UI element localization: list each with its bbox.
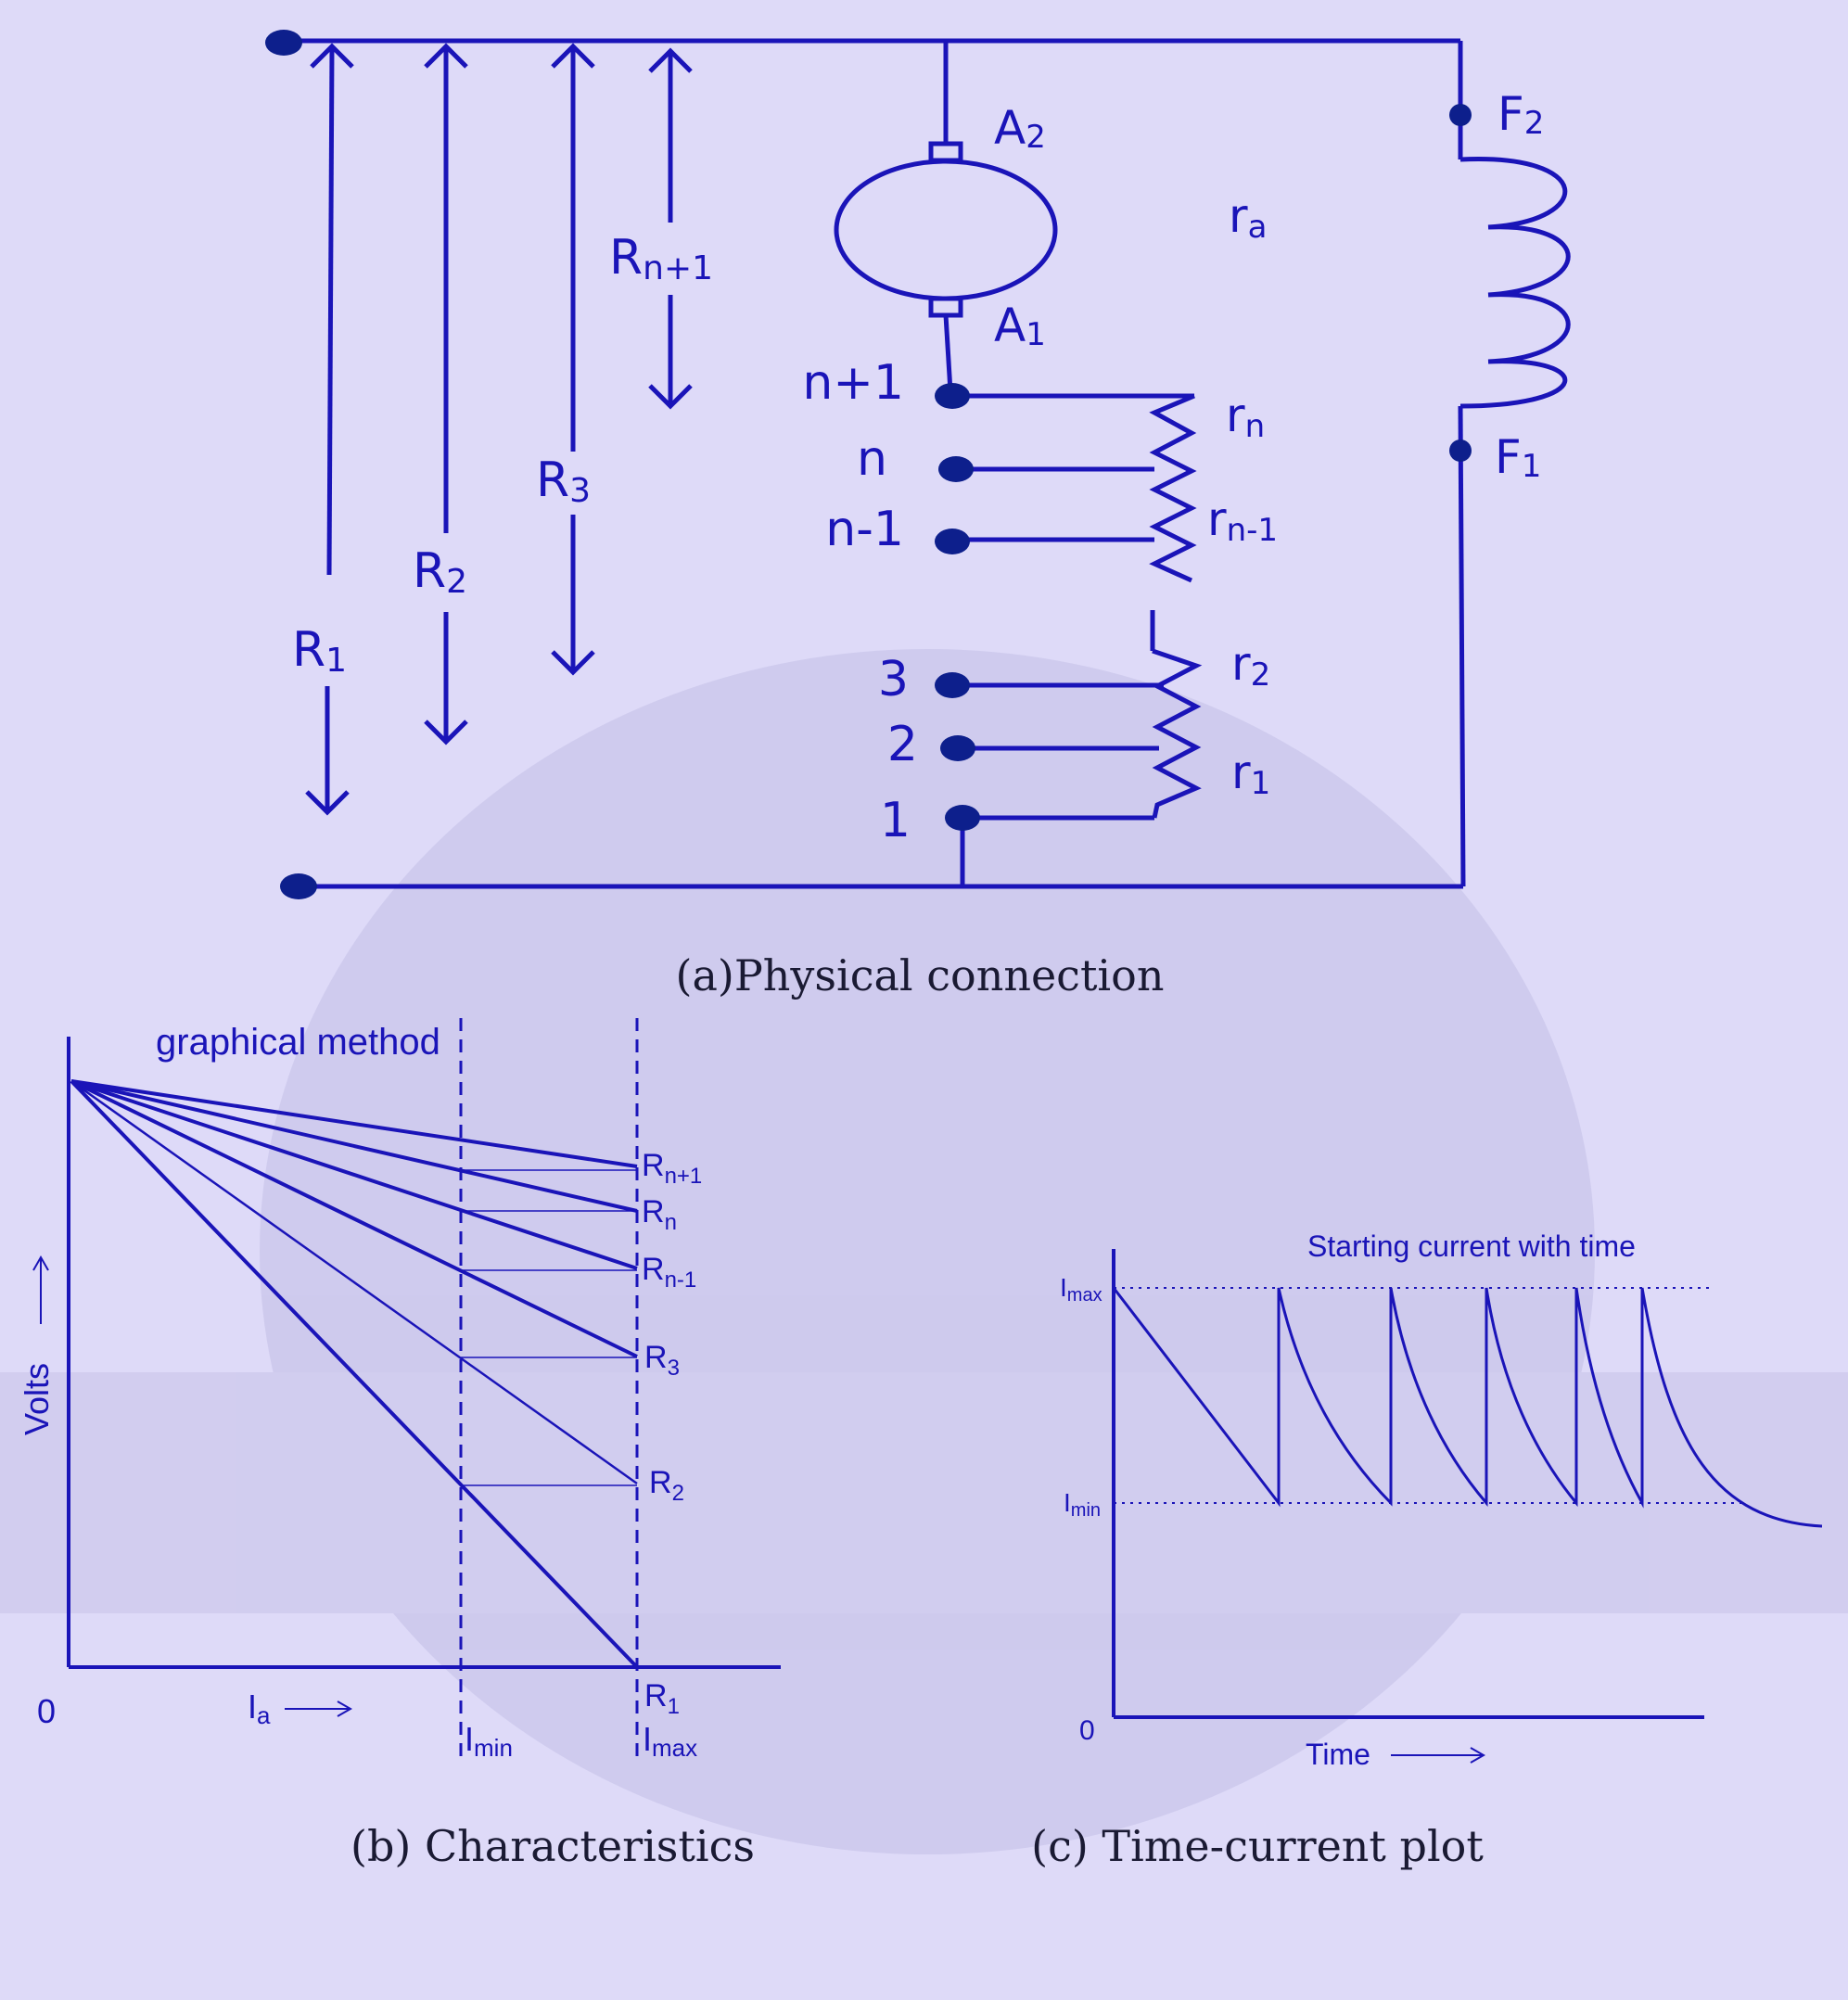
circuit-dots [265, 30, 1472, 899]
char-origin: 0 [37, 1692, 56, 1730]
stud-dot-n+1 [935, 383, 970, 409]
tc-title: Starting current with time [1307, 1229, 1636, 1263]
stud-label-2: 2 [887, 717, 918, 772]
right-wire-lower [1458, 405, 1466, 887]
stud-label-1: 1 [880, 793, 911, 848]
stud-dot-n [938, 456, 974, 482]
circuit-diagram [278, 38, 1571, 889]
volts-arrowhead [32, 1255, 49, 1271]
arrow-R2 [424, 43, 468, 745]
armature-bottom-lead [943, 314, 953, 392]
label-A2: A2 [994, 101, 1046, 156]
char-line-R1 [70, 1079, 639, 1669]
armature-top-brush [928, 141, 963, 163]
stud-label-n: n [857, 431, 887, 487]
ia-arrowhead [337, 1701, 353, 1717]
armature-bottom-brush [928, 296, 963, 318]
char-label-R3: R3 [644, 1340, 680, 1381]
stud-label-n-1: n-1 [825, 502, 904, 557]
segment-label-r2: r2 [1231, 637, 1270, 694]
stud-label-3: 3 [878, 652, 909, 707]
tc-origin: 0 [1079, 1715, 1095, 1746]
supply-terminal-bottom [280, 873, 317, 899]
char-label-Rn+1: Rn+1 [642, 1148, 702, 1189]
char-imax-label: Imax [643, 1720, 697, 1762]
char-title: graphical method [156, 1022, 440, 1063]
tc-xlabel: Time [1306, 1738, 1370, 1771]
time-current-plot: Starting current with time 0 Time Imax I… [1060, 1229, 1823, 1771]
arrow-R3 [551, 43, 595, 676]
stud-dot-n-1 [935, 529, 970, 554]
label-Rn+1: Rn+1 [609, 230, 713, 287]
caption-c: (c) Time-current plot [1031, 1821, 1484, 1871]
segment-label-r1: r1 [1231, 745, 1270, 802]
label-R3: R3 [536, 452, 591, 510]
char-line-R3 [70, 1079, 638, 1358]
field-terminal-F2 [1449, 104, 1472, 126]
armature [834, 159, 1058, 301]
stud-dot-3 [935, 672, 970, 698]
stud-label-n+1: n+1 [802, 355, 904, 411]
char-imin-label: Imin [465, 1720, 513, 1762]
char-line-R2 [70, 1079, 638, 1485]
stud-dot-1 [945, 805, 980, 831]
char-xlabel: Ia [248, 1688, 271, 1729]
label-A1: A1 [994, 299, 1046, 353]
caption-b: (b) Characteristics [350, 1821, 755, 1871]
segment-label-rn: rn [1226, 389, 1265, 445]
field-terminal-F1 [1449, 439, 1472, 462]
char-line-Rn-1 [70, 1079, 638, 1270]
label-R2: R2 [413, 543, 467, 601]
arrow-Rn+1 [648, 47, 693, 410]
label-R1: R1 [292, 622, 347, 680]
char-line-Rn [70, 1079, 638, 1213]
time-arrowhead [1470, 1747, 1486, 1764]
circuit-labels: A2 A1 ra F2 F1 R1 R2 R3 Rn+1 n+1 n n-1 3… [292, 87, 1544, 848]
supply-terminal-top [265, 30, 302, 56]
tc-imin-label: Imin [1064, 1488, 1101, 1521]
resistor-upper [1149, 393, 1197, 583]
char-ylabel: Volts [18, 1363, 56, 1435]
caption-a: (a)Physical connection [676, 950, 1165, 1000]
characteristics-plot: graphical method Volts 0 Ia Imin Imax Rn… [18, 1018, 781, 1764]
arrow-R1 [305, 43, 354, 816]
segment-label-rn-1: rn-1 [1207, 492, 1278, 549]
tc-current-curve [1112, 1287, 1823, 1528]
char-line-Rn+1 [70, 1079, 638, 1168]
field-coil [1459, 157, 1571, 409]
label-F1: F1 [1495, 430, 1541, 485]
label-ra: ra [1229, 189, 1267, 246]
char-label-R2: R2 [649, 1465, 684, 1506]
resistor-lower [1152, 648, 1203, 819]
tc-imax-label: Imax [1060, 1273, 1102, 1306]
char-label-R1: R1 [644, 1678, 680, 1719]
label-F2: F2 [1498, 87, 1544, 142]
char-label-Rn: Rn [642, 1194, 677, 1235]
background-watermark [0, 649, 1848, 1854]
stud-dot-2 [940, 735, 975, 761]
char-label-Rn-1: Rn-1 [642, 1252, 696, 1293]
